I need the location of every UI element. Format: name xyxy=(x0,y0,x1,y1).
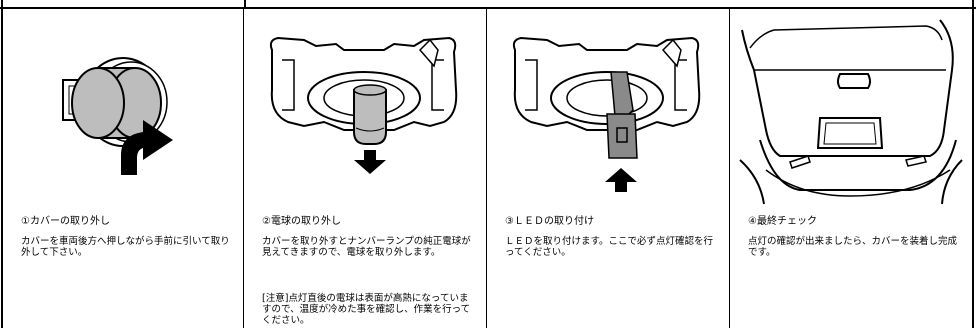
step-description: ＬＥＤを取り付けます。ここで必ず点灯確認を行ってください。 xyxy=(505,236,714,258)
bulb-removal-illustration xyxy=(269,36,458,174)
step-description: カバーを取り外すとナンバーランプの純正電球が見えてきますので、電球を取り外します… xyxy=(262,236,471,258)
panel-divider-2 xyxy=(486,9,487,328)
step-description: カバーを車両後方へ押しながら手前に引いて取り外して下さい。 xyxy=(21,236,230,258)
led-install-illustration xyxy=(512,36,701,192)
step-panel-2: ②電球の取り外し カバーを取り外すとナンバーランプの純正電球が見えてきますので、… xyxy=(244,10,486,328)
top-border-line xyxy=(0,7,976,9)
step-title: ②電球の取り外し xyxy=(262,216,341,227)
step-title: ③ＬＥＤの取り付け xyxy=(505,216,594,227)
cover-removal-illustration xyxy=(62,57,173,175)
step-description: 点灯の確認が出来ましたら、カバーを装着し完成です。 xyxy=(748,236,958,258)
panel-divider-3 xyxy=(729,9,730,328)
down-arrow-icon xyxy=(354,150,386,174)
step-title: ①カバーの取り外し xyxy=(21,216,110,227)
step-title: ④最終チェック xyxy=(748,216,817,227)
up-arrow-icon xyxy=(605,168,637,192)
panel-divider-1 xyxy=(243,9,244,328)
header-divider xyxy=(244,0,246,9)
right-border xyxy=(972,0,974,328)
step-panel-4: ④最終チェック 点灯の確認が出来ましたら、カバーを装着し完成です。 xyxy=(730,10,972,328)
step-panel-3: ③ＬＥＤの取り付け ＬＥＤを取り付けます。ここで必ず点灯確認を行ってください。 xyxy=(487,10,729,328)
left-border xyxy=(1,0,3,328)
caution-note: [注意]点灯直後の電球は表面が高熱になっていますので、温度が冷めた事を確認し、作… xyxy=(262,293,471,326)
step-panel-1: ①カバーの取り外し カバーを車両後方へ押しながら手前に引いて取り外して下さい。 xyxy=(3,10,243,328)
car-rear-illustration xyxy=(739,19,963,205)
curved-arrow-icon xyxy=(121,120,173,175)
